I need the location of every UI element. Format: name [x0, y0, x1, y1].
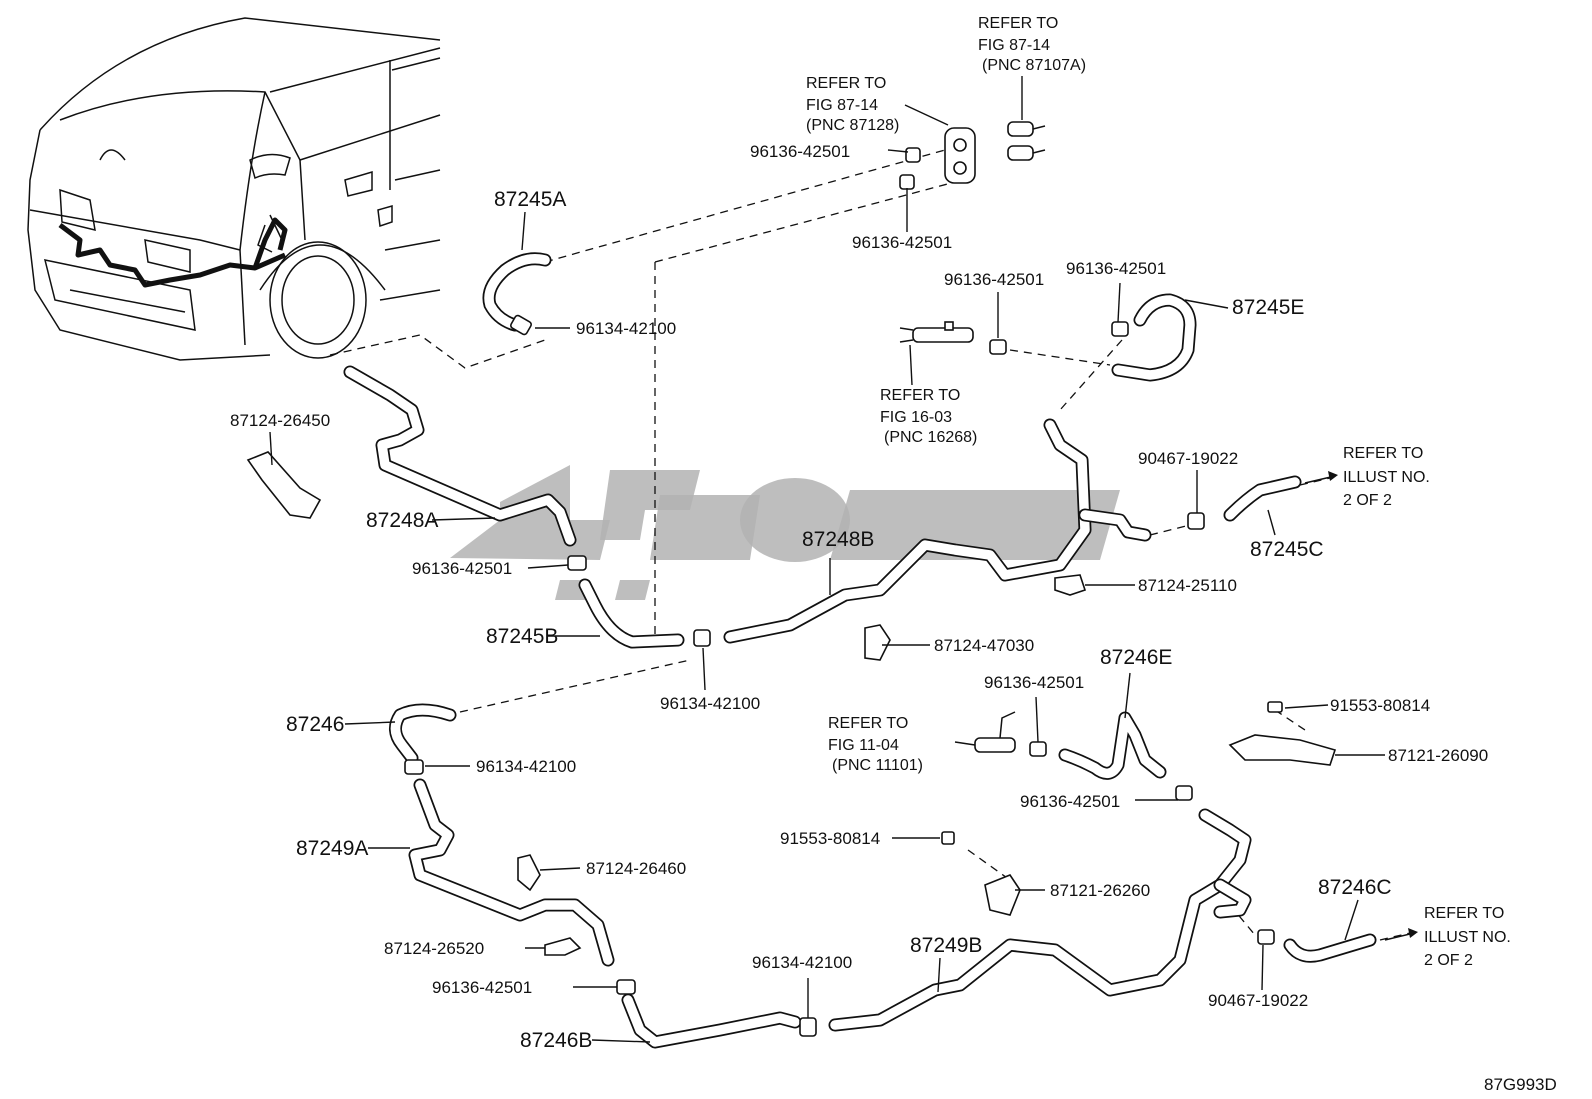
part-label-96136-42501-a[interactable]: 96136-42501 — [750, 142, 850, 161]
hose-87246b-shape — [621, 993, 802, 1049]
part-label-87245e[interactable]: 87245E — [1232, 296, 1304, 319]
part-label-87246b[interactable]: 87246B — [520, 1029, 592, 1052]
part-label-96136-42501-f[interactable]: 96136-42501 — [984, 673, 1084, 692]
hose-87249a-shape — [408, 778, 615, 967]
part-label-96136-42501-d[interactable]: 96136-42501 — [1066, 259, 1166, 278]
hose-87248a-shape — [343, 365, 577, 547]
part-label-87245a[interactable]: 87245A — [494, 188, 566, 211]
hose-87245c-shape — [1223, 475, 1302, 522]
heater-pipe-grommet — [944, 121, 1046, 184]
hose-87246-shape — [389, 703, 457, 765]
reference-notes: REFER TO FIG 87-14 (PNC 87107A) REFER TO… — [806, 15, 1511, 969]
ref-illust-upper-line3: 2 OF 2 — [1343, 492, 1392, 509]
part-label-87124-25110[interactable]: 87124-25110 — [1138, 576, 1237, 595]
hose-87245a-shape — [482, 252, 552, 332]
part-number-labels: 87245A 96134-42100 96136-42501 96136-425… — [230, 142, 1557, 1094]
hose-87246e-shape — [1058, 711, 1167, 780]
hose-87246c-shape — [1283, 933, 1377, 963]
vehicle-illustration — [27, 17, 441, 361]
arrow-icons — [1304, 471, 1418, 941]
part-label-96136-42501-c[interactable]: 96136-42501 — [944, 270, 1044, 289]
ref-16268-line1: REFER TO — [880, 387, 960, 404]
part-label-90467-19022-a[interactable]: 90467-19022 — [1138, 449, 1238, 468]
ref-illust-lower-line1: REFER TO — [1424, 905, 1504, 922]
ref-87107a-line2: FIG 87-14 — [978, 37, 1050, 54]
part-label-87246c[interactable]: 87246C — [1318, 876, 1392, 899]
part-label-87248b[interactable]: 87248B — [802, 528, 874, 551]
diagram-code: 87G993D — [1484, 1075, 1557, 1094]
part-label-87249b[interactable]: 87249B — [910, 934, 982, 957]
ref-87128-line2: FIG 87-14 — [806, 97, 878, 114]
hose-87245e-shape — [1111, 293, 1197, 382]
leader-lines — [269, 76, 1385, 1043]
ref-11101-line1: REFER TO — [828, 715, 908, 732]
part-label-87121-26090[interactable]: 87121-26090 — [1388, 746, 1488, 765]
part-label-90467-19022-b[interactable]: 90467-19022 — [1208, 991, 1308, 1010]
part-label-87124-26450[interactable]: 87124-26450 — [230, 411, 330, 430]
part-label-87124-47030[interactable]: 87124-47030 — [934, 636, 1034, 655]
part-label-87248a[interactable]: 87248A — [366, 509, 438, 532]
ref-illust-upper-line2: ILLUST NO. — [1343, 469, 1430, 486]
ref-11101-line2: FIG 11-04 — [828, 737, 899, 754]
ref-16268-line3: (PNC 16268) — [884, 429, 977, 446]
ref-16268-line2: FIG 16-03 — [880, 409, 952, 426]
ref-87128-line3: (PNC 87128) — [806, 117, 899, 134]
ref-illust-upper-line1: REFER TO — [1343, 445, 1423, 462]
water-pipe-16-03 — [899, 321, 974, 343]
part-label-87246[interactable]: 87246 — [286, 713, 344, 736]
part-label-87246e[interactable]: 87246E — [1100, 646, 1172, 669]
watermark-logo — [450, 465, 1120, 600]
part-label-96134-42100-b[interactable]: 96134-42100 — [660, 694, 760, 713]
clip-brackets — [246, 451, 1337, 956]
part-label-87124-26460[interactable]: 87124-26460 — [586, 859, 686, 878]
part-label-96136-42501-g[interactable]: 96136-42501 — [1020, 792, 1120, 811]
part-label-96136-42501-b[interactable]: 96136-42501 — [852, 233, 952, 252]
part-label-96134-42100-d[interactable]: 96134-42100 — [752, 953, 852, 972]
hose-87248b-shape — [723, 418, 1152, 644]
part-label-87245b[interactable]: 87245B — [486, 625, 558, 648]
ref-87107a-line3: (PNC 87107A) — [982, 57, 1086, 74]
hose-87245b-shape — [578, 578, 685, 649]
part-label-96136-42501-e[interactable]: 96136-42501 — [412, 559, 512, 578]
part-label-87245c[interactable]: 87245C — [1250, 538, 1324, 561]
dashed-connection-lines — [329, 149, 1411, 941]
ref-illust-lower-line2: ILLUST NO. — [1424, 929, 1511, 946]
ref-87107a-line1: REFER TO — [978, 15, 1058, 32]
clamp-icons — [404, 147, 1275, 1037]
ref-11101-line3: (PNC 11101) — [832, 757, 923, 774]
part-label-96134-42100-a[interactable]: 96134-42100 — [576, 319, 676, 338]
water-outlet-11-04 — [974, 711, 1016, 753]
part-label-96136-42501-h[interactable]: 96136-42501 — [432, 978, 532, 997]
hose-87249b-shape — [828, 808, 1252, 1032]
part-label-87121-26260[interactable]: 87121-26260 — [1050, 881, 1150, 900]
part-label-87124-26520[interactable]: 87124-26520 — [384, 939, 484, 958]
part-label-91553-80814-b[interactable]: 91553-80814 — [780, 829, 880, 848]
part-label-91553-80814-a[interactable]: 91553-80814 — [1330, 696, 1430, 715]
part-label-87249a[interactable]: 87249A — [296, 837, 368, 860]
ref-87128-line1: REFER TO — [806, 75, 886, 92]
ref-illust-lower-line3: 2 OF 2 — [1424, 952, 1473, 969]
part-label-96134-42100-c[interactable]: 96134-42100 — [476, 757, 576, 776]
